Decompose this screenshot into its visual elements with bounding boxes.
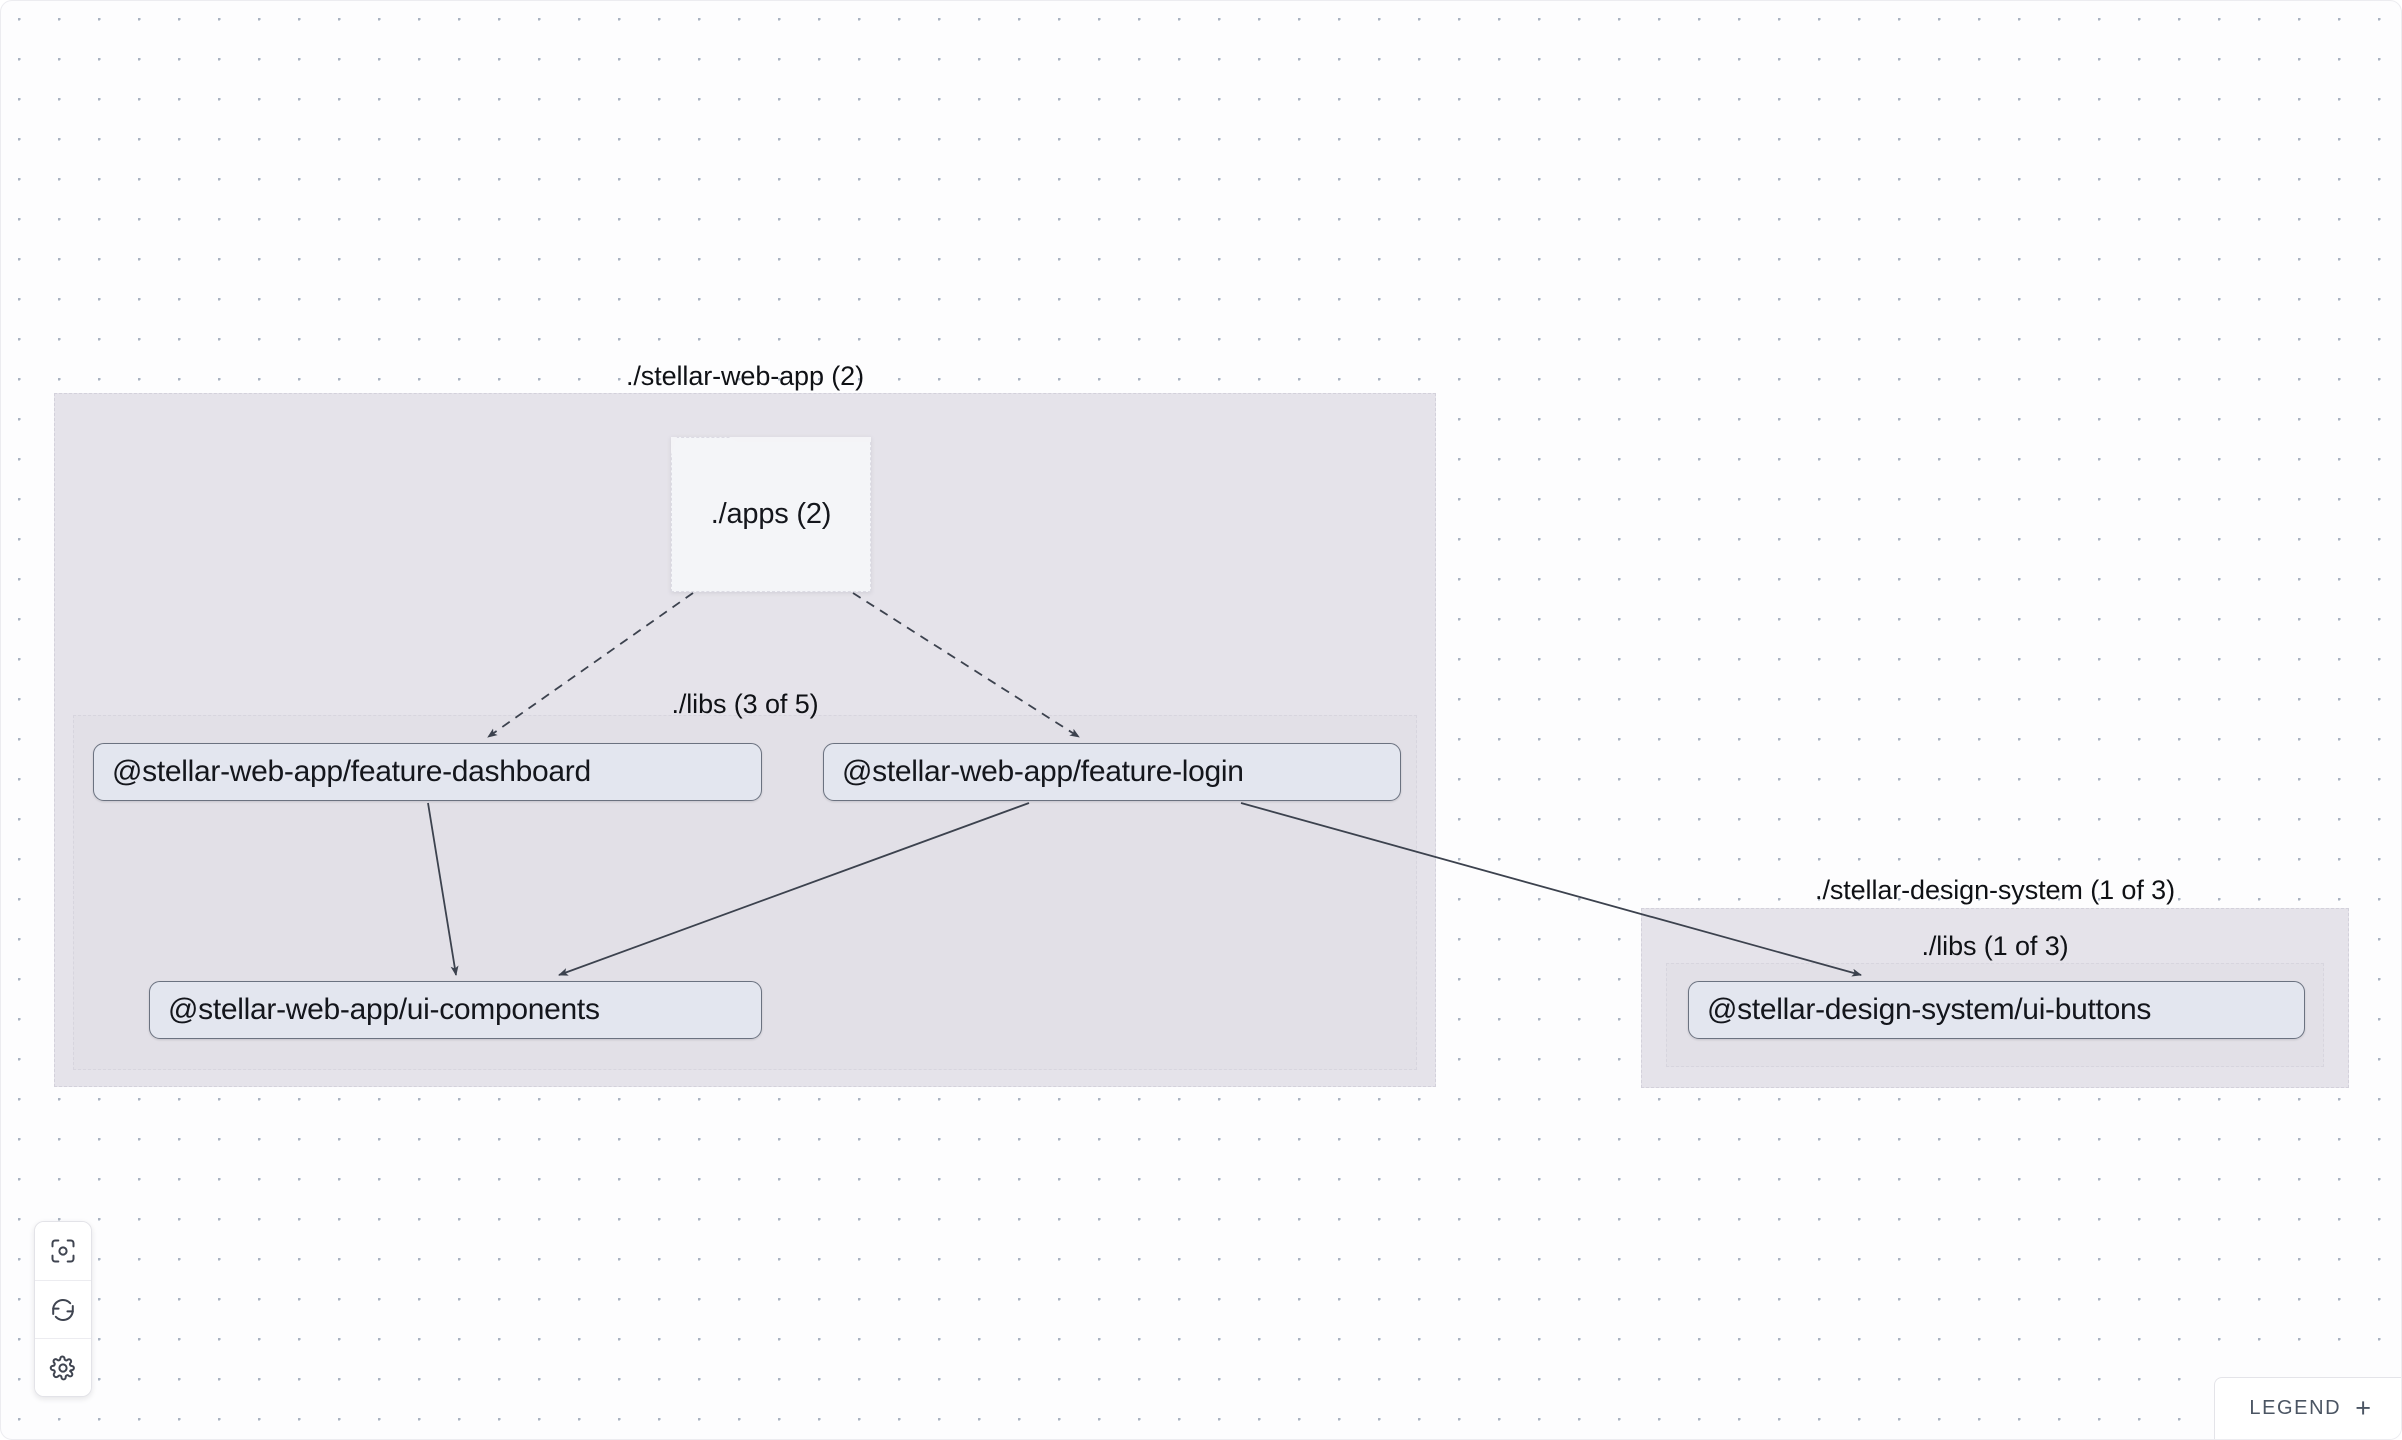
refresh-icon [49,1296,77,1324]
legend-label: LEGEND [2249,1397,2342,1419]
group-stellar-design-system-libs[interactable] [1666,963,2324,1067]
folder-node-label: ./apps (2) [710,498,832,530]
folder-node-apps[interactable]: ./apps (2) [671,437,871,592]
settings-button[interactable] [35,1338,91,1396]
plus-icon: + [2355,1393,2371,1423]
focus-graph-button[interactable] [35,1222,91,1280]
focus-target-icon [49,1237,77,1265]
gear-icon [49,1354,77,1382]
node-label: @stellar-web-app/feature-dashboard [112,755,591,788]
canvas-toolbar[interactable] [34,1221,92,1397]
group-label-stellar-web-app-libs: ./libs (3 of 5) [671,689,819,719]
node-feature-dashboard[interactable]: @stellar-web-app/feature-dashboard [93,743,762,801]
node-label: @stellar-web-app/ui-components [168,993,600,1026]
refresh-graph-button[interactable] [35,1280,91,1338]
node-label: @stellar-web-app/feature-login [842,755,1244,788]
group-label-stellar-design-system: ./stellar-design-system (1 of 3) [1815,875,2175,905]
node-ui-buttons[interactable]: @stellar-design-system/ui-buttons [1688,981,2305,1039]
legend-panel-toggle[interactable]: LEGEND + [2214,1377,2401,1439]
group-label-stellar-web-app: ./stellar-web-app (2) [626,361,864,391]
node-ui-components[interactable]: @stellar-web-app/ui-components [149,981,762,1039]
node-feature-login[interactable]: @stellar-web-app/feature-login [823,743,1401,801]
group-label-stellar-design-system-libs: ./libs (1 of 3) [1921,931,2069,961]
node-label: @stellar-design-system/ui-buttons [1707,993,2152,1026]
